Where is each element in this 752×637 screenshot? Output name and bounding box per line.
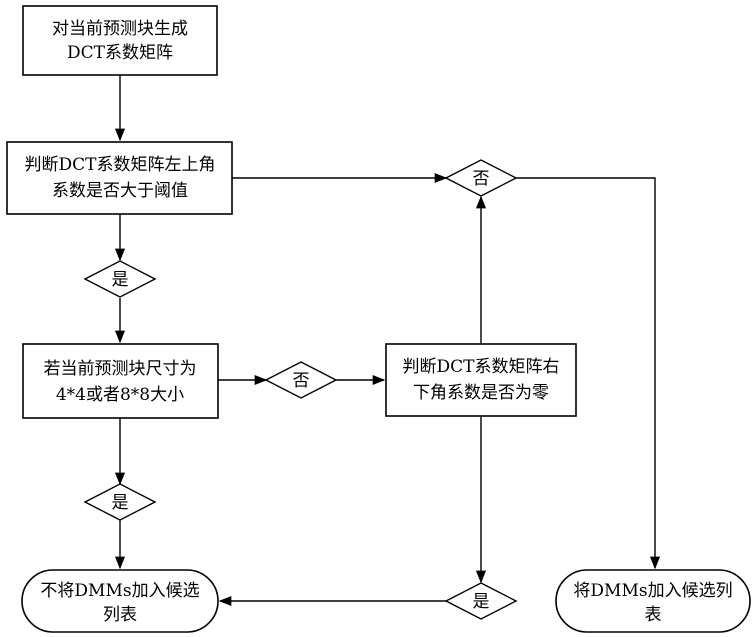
decision-no-2: 否 bbox=[266, 362, 336, 398]
node-generate: 对当前预测块生成 DCT系数矩阵 bbox=[23, 6, 217, 75]
node-judge-bottom-right-line1: 判断DCT系数矩阵右 bbox=[403, 357, 560, 377]
node-generate-line2: DCT系数矩阵 bbox=[67, 43, 173, 63]
node-size-check-line1: 若当前预测块尺寸为 bbox=[44, 359, 197, 379]
node-not-add-line1: 不将DMMs加入候选 bbox=[40, 581, 199, 601]
decision-yes-1-label: 是 bbox=[112, 270, 129, 290]
node-size-check-line2: 4*4或者8*8大小 bbox=[56, 385, 184, 405]
decision-no-1: 否 bbox=[446, 160, 516, 196]
node-add-line2: 表 bbox=[645, 605, 662, 625]
node-judge-bottom-right-line2: 下角系数是否为零 bbox=[413, 383, 549, 403]
node-add: 将DMMs加入候选列 表 bbox=[556, 570, 750, 632]
node-judge-top-left-line1: 判断DCT系数矩阵左上角 bbox=[25, 155, 216, 175]
decision-no-2-label: 否 bbox=[293, 371, 310, 391]
decision-yes-2-label: 是 bbox=[112, 493, 129, 513]
node-generate-line1: 对当前预测块生成 bbox=[52, 19, 188, 39]
node-judge-top-left: 判断DCT系数矩阵左上角 系数是否大于阈值 bbox=[7, 142, 232, 214]
node-size-check: 若当前预测块尺寸为 4*4或者8*8大小 bbox=[23, 344, 218, 418]
node-add-line1: 将DMMs加入候选列 bbox=[573, 581, 732, 601]
node-not-add-line2: 列表 bbox=[103, 605, 137, 625]
node-judge-top-left-line2: 系数是否大于阈值 bbox=[52, 181, 188, 201]
decision-no-1-label: 否 bbox=[473, 169, 490, 189]
decision-yes-3-label: 是 bbox=[473, 592, 490, 612]
node-not-add: 不将DMMs加入候选 列表 bbox=[22, 570, 218, 632]
decision-yes-3: 是 bbox=[446, 583, 516, 619]
node-judge-bottom-right: 判断DCT系数矩阵右 下角系数是否为零 bbox=[386, 344, 576, 416]
decision-yes-2: 是 bbox=[85, 484, 155, 520]
decision-yes-1: 是 bbox=[85, 261, 155, 297]
